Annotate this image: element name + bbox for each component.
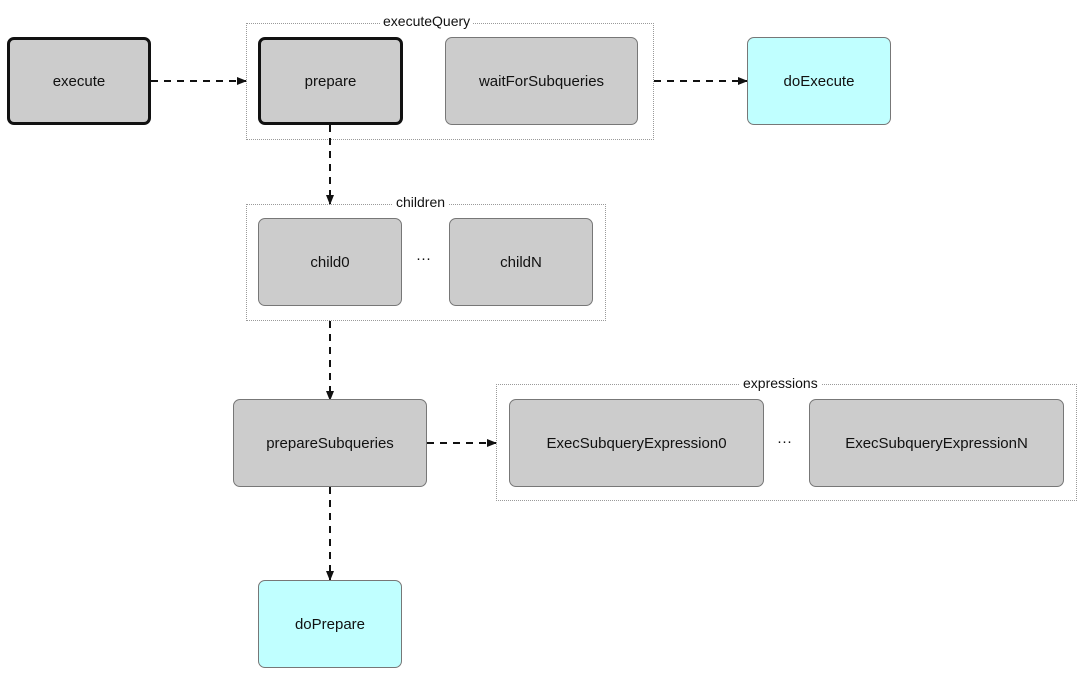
node-exec-subquery-expression0[interactable]: ExecSubqueryExpression0 bbox=[509, 399, 764, 487]
node-wait-for-subqueries-label: waitForSubqueries bbox=[478, 72, 605, 90]
node-exec-subquery-expression-n-label: ExecSubqueryExpressionN bbox=[845, 434, 1028, 452]
children-ellipsis: ··· bbox=[416, 250, 431, 267]
expressions-ellipsis: ··· bbox=[777, 433, 792, 450]
node-prepare-subqueries-label: prepareSubqueries bbox=[266, 434, 394, 452]
node-child0[interactable]: child0 bbox=[258, 218, 402, 306]
node-prepare-subqueries[interactable]: prepareSubqueries bbox=[233, 399, 427, 487]
node-child-n-label: childN bbox=[500, 253, 542, 271]
group-children-label: children bbox=[393, 194, 449, 210]
node-exec-subquery-expression0-label: ExecSubqueryExpression0 bbox=[546, 434, 727, 452]
node-do-prepare[interactable]: doPrepare bbox=[258, 580, 402, 668]
node-wait-for-subqueries[interactable]: waitForSubqueries bbox=[445, 37, 638, 125]
group-execute-query-label: executeQuery bbox=[380, 13, 474, 29]
node-exec-subquery-expression-n[interactable]: ExecSubqueryExpressionN bbox=[809, 399, 1064, 487]
node-execute-label: execute bbox=[52, 72, 106, 90]
node-child0-label: child0 bbox=[310, 253, 350, 271]
node-prepare-label: prepare bbox=[304, 72, 357, 90]
node-do-prepare-label: doPrepare bbox=[294, 615, 366, 633]
node-child-n[interactable]: childN bbox=[449, 218, 593, 306]
node-do-execute-label: doExecute bbox=[783, 72, 855, 90]
node-prepare[interactable]: prepare bbox=[258, 37, 403, 125]
group-expressions-label: expressions bbox=[740, 375, 821, 391]
node-execute[interactable]: execute bbox=[7, 37, 151, 125]
node-do-execute[interactable]: doExecute bbox=[747, 37, 891, 125]
